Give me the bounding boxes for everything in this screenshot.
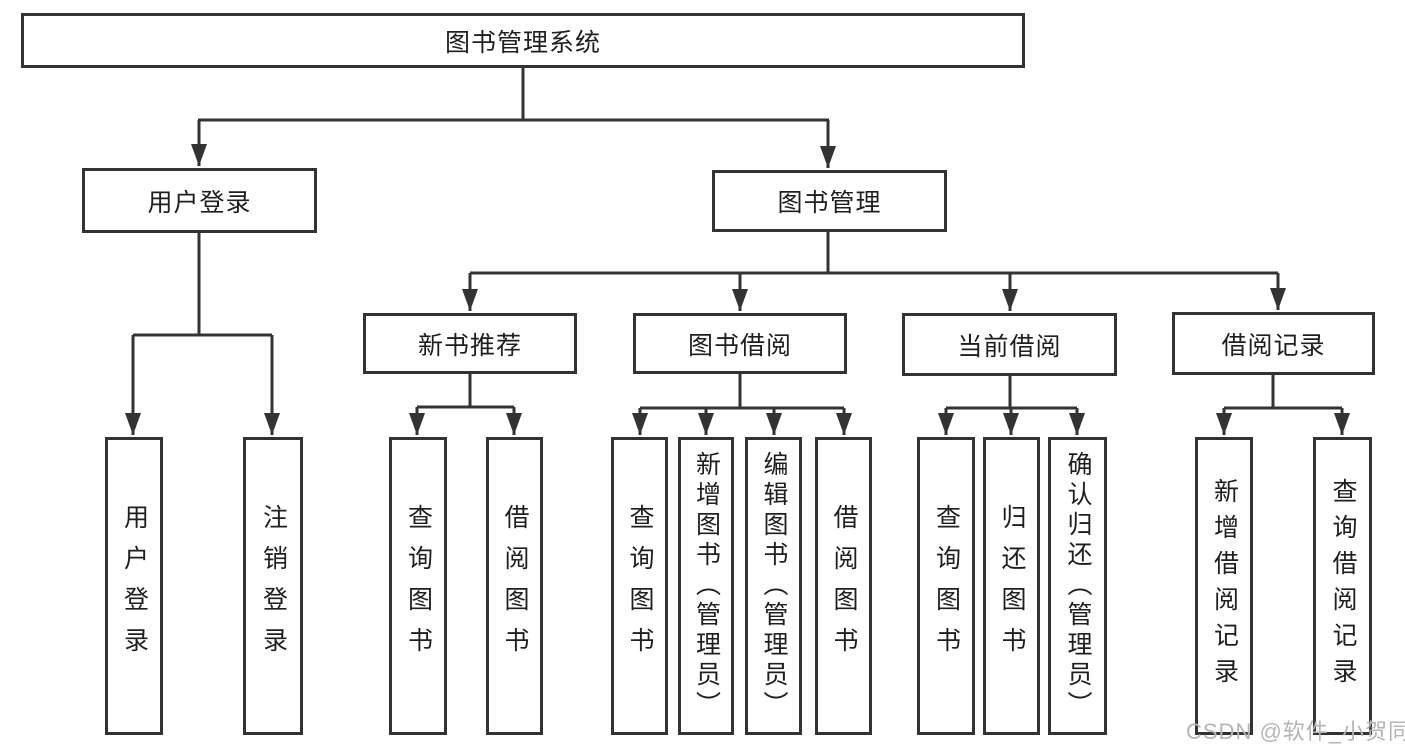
- leaf-label: 查询借阅记录: [1329, 478, 1357, 694]
- connector-book-mgmt-trunk: [470, 232, 1278, 275]
- node-label: 图书借阅: [687, 331, 792, 360]
- leaf-label: 借阅图书: [830, 504, 858, 668]
- leaf-label: 用户登录: [120, 504, 149, 668]
- connector-recommend-trunk: [417, 374, 514, 409]
- node-current-borrow: 当前借阅: [902, 313, 1117, 376]
- leaf-user-login: 用户登录: [105, 437, 163, 735]
- leaf-add-book-admin: 新增图书（管理员）: [678, 437, 734, 735]
- node-label: 借阅记录: [1221, 331, 1326, 360]
- leaf-query-books-2: 查询图书: [611, 437, 668, 735]
- leaf-label: 确认归还（管理员）: [1064, 451, 1092, 721]
- leaf-query-borrow-record: 查询借阅记录: [1313, 437, 1372, 735]
- leaf-label: 查询图书: [404, 504, 433, 668]
- node-borrow-records: 借阅记录: [1172, 312, 1375, 375]
- node-label: 新书推荐: [417, 331, 522, 360]
- leaf-edit-book-admin: 编辑图书（管理员）: [745, 437, 802, 735]
- connector-user-login-trunk: [133, 233, 272, 337]
- leaf-label: 查询图书: [932, 504, 961, 668]
- node-new-book-recommend: 新书推荐: [363, 313, 577, 374]
- node-book-borrow: 图书借阅: [633, 313, 847, 374]
- leaf-query-books-3: 查询图书: [917, 437, 975, 735]
- connector-current-trunk: [946, 376, 1077, 410]
- leaf-add-borrow-record: 新增借阅记录: [1195, 437, 1253, 735]
- connector-root-trunk: [198, 66, 829, 122]
- leaf-borrow-books-1: 借阅图书: [486, 437, 543, 735]
- node-label: 图书管理: [777, 189, 882, 217]
- node-label: 用户登录: [147, 188, 252, 217]
- connector-records-trunk: [1224, 375, 1342, 410]
- leaf-confirm-return-admin: 确认归还（管理员）: [1048, 437, 1107, 735]
- leaf-label: 编辑图书（管理员）: [760, 451, 788, 721]
- connector-borrow-trunk: [640, 374, 844, 410]
- watermark: CSDN @软件_小贺同学: [1186, 719, 1405, 744]
- leaf-query-books-1: 查询图书: [389, 437, 447, 735]
- leaf-logout: 注销登录: [243, 437, 303, 735]
- leaf-label: 新增借阅记录: [1210, 478, 1239, 694]
- leaf-label: 归还图书: [998, 504, 1026, 668]
- leaf-label: 新增图书（管理员）: [692, 451, 721, 721]
- node-library-management-system: 图书管理系统: [21, 13, 1025, 68]
- leaf-borrow-books-2: 借阅图书: [815, 437, 872, 735]
- node-book-management: 图书管理: [712, 170, 947, 232]
- leaf-label: 借阅图书: [501, 504, 529, 668]
- leaf-label: 查询图书: [626, 504, 654, 668]
- node-label: 图书管理系统: [444, 28, 601, 57]
- node-label: 当前借阅: [957, 332, 1062, 361]
- leaf-label: 注销登录: [259, 504, 288, 668]
- leaf-return-book: 归还图书: [983, 437, 1040, 735]
- node-user-login: 用户登录: [82, 168, 317, 233]
